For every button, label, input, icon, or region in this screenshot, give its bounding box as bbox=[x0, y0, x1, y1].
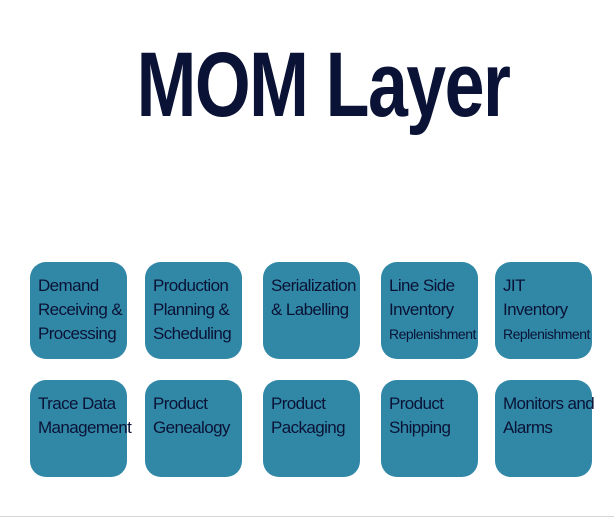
module-jit-inventory-replenishment: JIT Inventory Replenishment bbox=[495, 262, 592, 359]
module-label-line: Processing bbox=[38, 324, 117, 343]
module-label-line: Product bbox=[271, 394, 326, 413]
module-monitors-alarms: Monitors and Alarms bbox=[495, 380, 595, 477]
module-production-planning-scheduling: Production Planning & Scheduling bbox=[145, 262, 242, 359]
module-product-packaging: Product Packaging bbox=[263, 380, 360, 477]
module-label-line: Demand bbox=[38, 276, 99, 295]
module-label-line: Inventory bbox=[389, 300, 454, 319]
module-serialization-labelling: Serialization & Labelling bbox=[263, 262, 360, 359]
module-label-line: & Labelling bbox=[271, 300, 349, 319]
module-label-line: Replenishment bbox=[389, 326, 476, 342]
module-label-line: Product bbox=[389, 394, 444, 413]
module-product-shipping: Product Shipping bbox=[381, 380, 478, 477]
module-label-line: Inventory bbox=[503, 300, 568, 319]
diagram-title: MOM Layer bbox=[136, 34, 511, 136]
module-label-line: Planning & bbox=[153, 300, 230, 319]
module-label-line: Alarms bbox=[503, 418, 553, 437]
module-label-line: Trace Data bbox=[38, 394, 116, 413]
bottom-divider bbox=[0, 516, 614, 517]
module-label-line: Monitors and bbox=[503, 394, 595, 413]
module-label-line: Line Side bbox=[389, 276, 455, 295]
module-demand-receiving-processing: Demand Receiving & Processing bbox=[30, 262, 127, 359]
module-label-line: Management bbox=[38, 418, 132, 437]
module-label-line: Packaging bbox=[271, 418, 346, 437]
module-label-line: Shipping bbox=[389, 418, 451, 437]
module-label-line: Serialization bbox=[271, 276, 356, 295]
module-product-genealogy: Product Genealogy bbox=[145, 380, 242, 477]
module-label-line: Production bbox=[153, 276, 229, 295]
module-label-line: Product bbox=[153, 394, 208, 413]
module-label-line: Replenishment bbox=[503, 326, 590, 342]
module-line-side-inventory-replenishment: Line Side Inventory Replenishment bbox=[381, 262, 478, 359]
module-label-line: Genealogy bbox=[153, 418, 230, 437]
module-label-line: Receiving & bbox=[38, 300, 123, 319]
module-trace-data-management: Trace Data Management bbox=[30, 380, 132, 477]
module-label-line: JIT bbox=[503, 276, 525, 295]
module-label-line: Scheduling bbox=[153, 324, 232, 343]
